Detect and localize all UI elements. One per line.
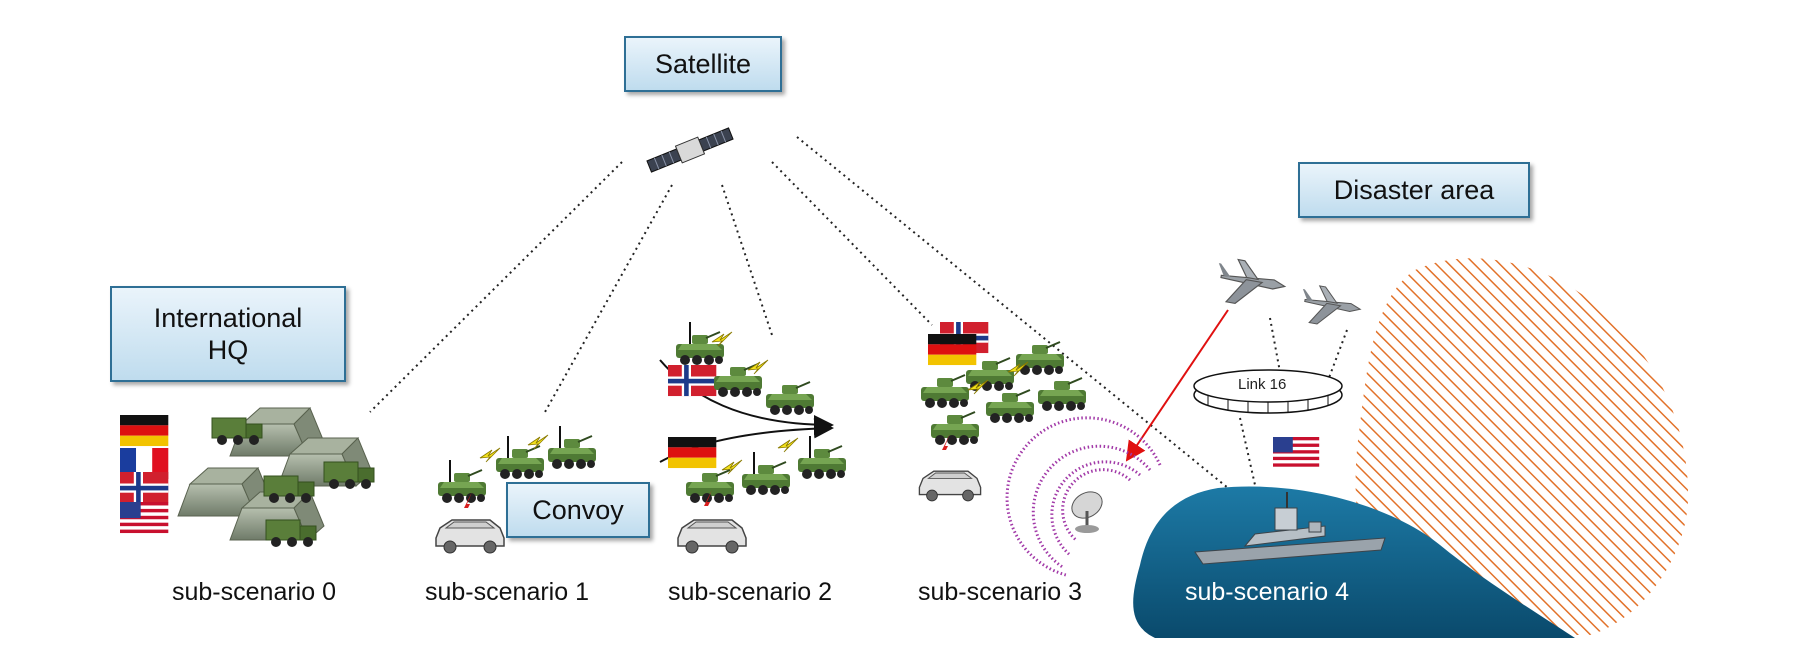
link-sub0: [369, 161, 623, 413]
sea-area: [1133, 486, 1575, 638]
hq-flags: [120, 415, 169, 534]
armored-vehicle-icon: [1037, 377, 1087, 412]
sub3-units: [918, 322, 1087, 502]
armored-vehicle-icon: [930, 411, 980, 446]
convoy-label-box: Convoy: [506, 482, 650, 538]
car-icon: [918, 470, 982, 502]
link-sub2: [721, 184, 773, 336]
link-sub3: [771, 161, 933, 326]
car-icon: [435, 519, 505, 554]
armored-vehicle-icon: [685, 469, 735, 504]
satellite-links: [369, 136, 1348, 489]
disaster-area-label: Disaster area: [1333, 174, 1495, 205]
flag-norway-icon: [120, 472, 169, 504]
link16-down-left: [1239, 417, 1256, 486]
disaster-area-label-box: Disaster area: [1298, 162, 1530, 218]
sub-scenario-1-caption: sub-scenario 1: [425, 578, 589, 606]
satellite-icon: [646, 127, 734, 173]
jet-link-right: [1326, 329, 1348, 384]
link-sub1: [544, 184, 673, 413]
flag-usa-icon: [1273, 437, 1320, 467]
armored-vehicle-icon: [765, 381, 815, 416]
sub-scenario-2-caption: sub-scenario 2: [668, 578, 832, 606]
convoy-label: Convoy: [532, 494, 624, 525]
sub-scenario-4-caption: sub-scenario 4: [1185, 578, 1349, 606]
flag-germany-icon: [668, 437, 717, 469]
international-hq-label: International HQ: [153, 302, 303, 365]
armored-vehicle-icon: [547, 435, 597, 470]
armored-vehicle-icon: [675, 331, 725, 366]
armored-vehicle-icon: [495, 445, 545, 480]
flag-usa-icon: [120, 502, 169, 534]
flag-germany-icon: [928, 334, 977, 366]
radar-rings: [1005, 416, 1162, 577]
armored-vehicle-icon: [741, 461, 791, 496]
sub-scenario-0-caption: sub-scenario 0: [172, 578, 336, 606]
satellite-label-box: Satellite: [624, 36, 782, 92]
sub2-units: [659, 321, 847, 554]
international-hq-label-box: International HQ: [110, 286, 346, 382]
car-icon: [677, 519, 747, 554]
armored-vehicle-icon: [920, 374, 970, 409]
armored-vehicle-icon: [797, 445, 847, 480]
link16-ring: [1193, 369, 1343, 414]
sub-scenario-3-caption: sub-scenario 3: [918, 578, 1082, 606]
fighter-jet-icon: [1296, 282, 1364, 332]
flag-norway-icon: [668, 365, 717, 397]
link16-label: Link 16: [1238, 376, 1287, 393]
satellite-label: Satellite: [654, 48, 752, 79]
armored-vehicle-icon: [1015, 341, 1065, 376]
warship-icon: [1194, 492, 1386, 565]
armored-vehicle-icon: [437, 469, 487, 504]
radar-dish-icon: [1071, 491, 1103, 533]
disaster-area-hatch: [1355, 258, 1689, 635]
attack-arrow: [1125, 309, 1229, 462]
hq-camp: [177, 407, 375, 548]
radio-signal-icon: [777, 437, 799, 453]
armored-vehicle-icon: [985, 389, 1035, 424]
fighter-jet-icon: [1211, 255, 1289, 312]
link-sub4: [796, 136, 1229, 489]
flag-germany-icon: [120, 415, 169, 447]
